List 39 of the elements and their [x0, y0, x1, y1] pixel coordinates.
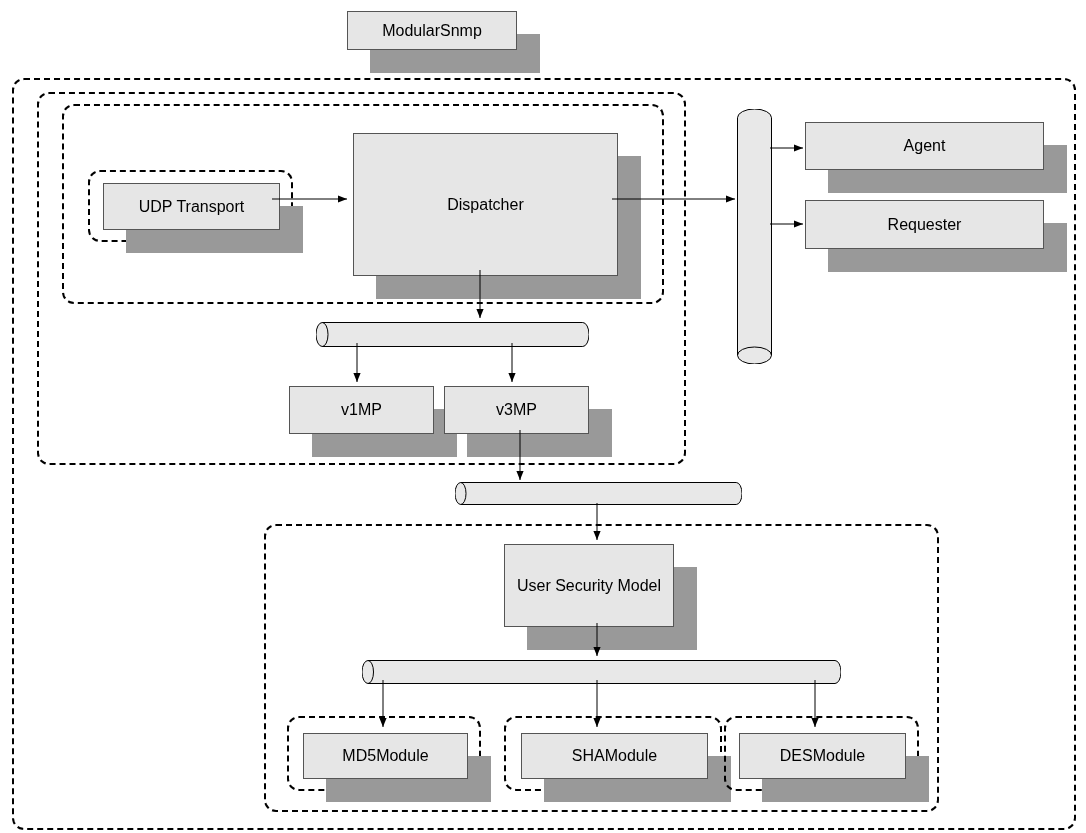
component-label: SHAModule: [571, 746, 658, 766]
component-label: ModularSnmp: [382, 20, 482, 41]
arrow: [353, 342, 361, 383]
component-box: [347, 11, 517, 50]
component-box: [739, 733, 906, 779]
component-label: UDP Transport: [138, 196, 245, 217]
component-label: Requester: [887, 214, 962, 235]
dashed-group-box: [37, 92, 686, 465]
arrow: [811, 679, 819, 728]
arrow: [379, 679, 387, 728]
component-label: v1MP: [341, 400, 382, 420]
component-box: [444, 386, 589, 434]
component-box: [353, 133, 618, 276]
component-box: [805, 122, 1044, 170]
arrow: [508, 342, 516, 383]
dashed-group-box: [12, 78, 1076, 830]
component-label: v3MP: [496, 400, 537, 420]
component-box: [504, 544, 674, 627]
arrow: [593, 502, 601, 541]
component-box: [289, 386, 434, 434]
dashed-group-box: [62, 104, 664, 304]
component-label: MD5Module: [342, 746, 429, 766]
component-label: DESModule: [779, 746, 866, 766]
arrow: [769, 220, 804, 228]
arrow: [593, 622, 601, 657]
arrow: [271, 195, 348, 203]
arrow: [769, 144, 804, 152]
component-box: [103, 183, 280, 230]
arrow: [476, 269, 484, 319]
dashed-group-box: [264, 524, 939, 812]
component-box: [805, 200, 1044, 249]
arrow: [611, 195, 736, 203]
arrow: [593, 679, 601, 728]
component-box: [521, 733, 708, 779]
component-box: [303, 733, 468, 779]
component-label: User Security Model: [516, 575, 661, 596]
arrow: [516, 429, 524, 481]
component-label: Dispatcher: [447, 194, 524, 215]
component-label: Agent: [903, 136, 946, 156]
